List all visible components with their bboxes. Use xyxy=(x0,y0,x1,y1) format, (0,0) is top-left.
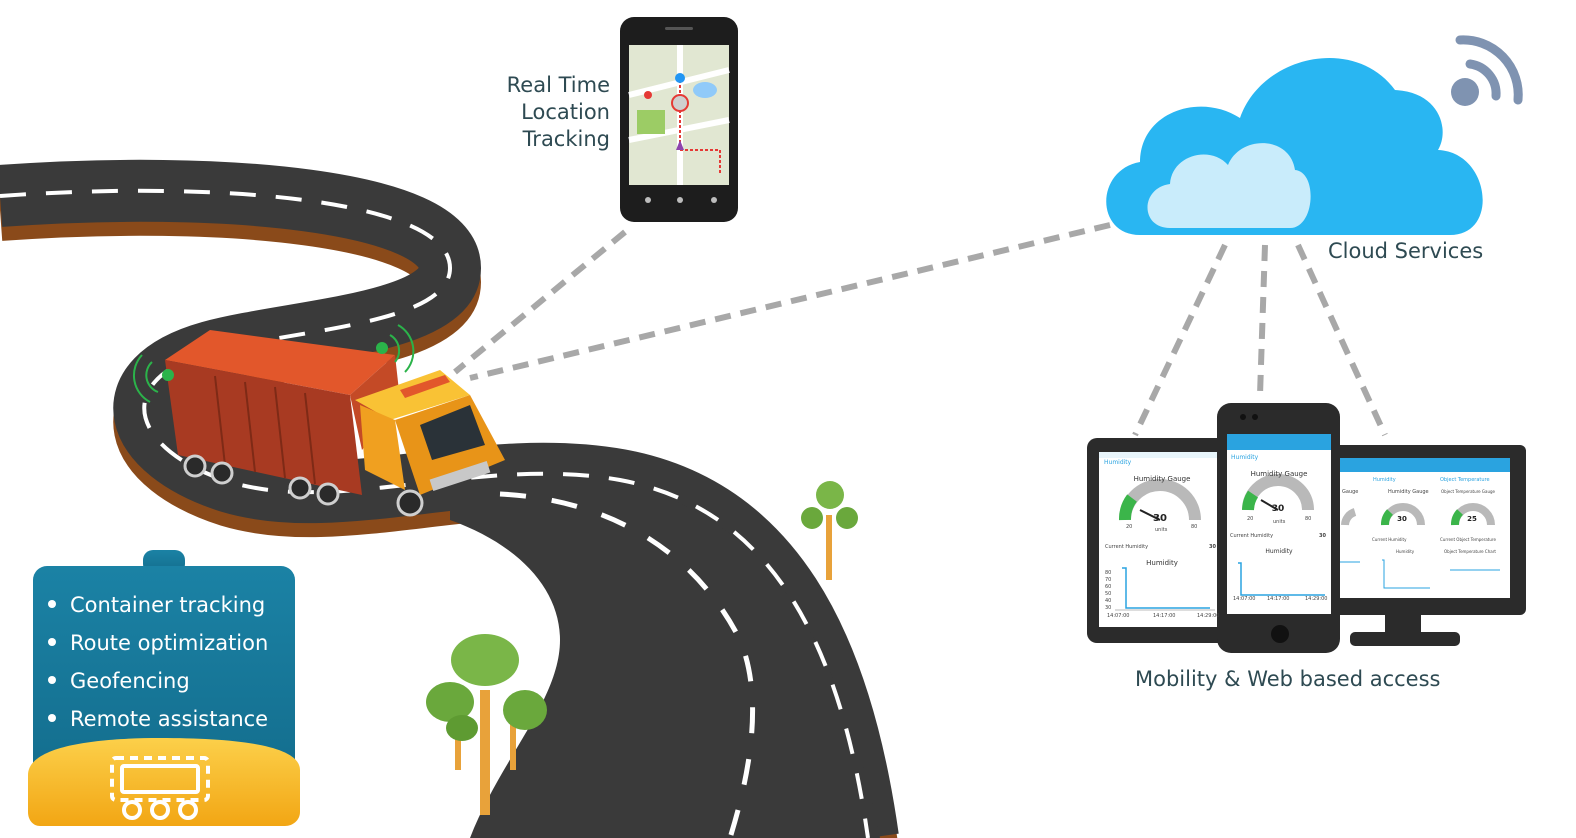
phone-bar-title: Humidity xyxy=(1231,454,1259,461)
tablet-current-label: Current Humidity xyxy=(1105,544,1149,550)
rt-line-2: Location xyxy=(521,100,610,124)
monitor-col2-current: Current Object Temperature xyxy=(1440,537,1496,542)
tablet-x-end: 14:29:00 xyxy=(1197,613,1220,619)
connector-truck-cloud xyxy=(469,222,1111,381)
truck-sensor-right xyxy=(376,324,415,373)
phone-gauge-title: Humidity Gauge xyxy=(1250,470,1308,478)
feature-label: Remote assistance xyxy=(70,707,269,731)
monitor-col1-chart: Humidity xyxy=(1396,549,1415,554)
tablet-current-value: 30 xyxy=(1209,544,1216,550)
feature-item: Route optimization xyxy=(44,628,268,666)
tablet-y-tick: 60 xyxy=(1105,584,1112,590)
monitor-col0-title: Gauge xyxy=(1342,489,1359,495)
bullet-icon xyxy=(48,600,56,608)
phone-gauge-value: 30 xyxy=(1271,504,1285,514)
tablet-y-tick: 40 xyxy=(1105,598,1112,604)
truck-sensor-left xyxy=(132,354,174,403)
monitor-col1-bar: Humidity xyxy=(1373,477,1396,483)
connector-truck-phone xyxy=(453,229,627,375)
phone-chart-title: Humidity xyxy=(1265,548,1293,555)
phone-x-start: 14:07:00 xyxy=(1233,596,1256,602)
rt-line-3: Tracking xyxy=(522,127,610,151)
monitor-device xyxy=(1333,445,1526,646)
tablet-y-tick: 30 xyxy=(1105,605,1112,611)
feature-item: Remote assistance xyxy=(44,704,268,742)
winding-road xyxy=(0,159,899,838)
connector-cloud-phone xyxy=(1257,244,1268,396)
tablet-device xyxy=(1087,438,1237,643)
rt-line-1: Real Time xyxy=(506,73,610,97)
tablet-gauge-min: 20 xyxy=(1126,524,1133,530)
connector-lines xyxy=(453,222,1388,437)
phone-gauge-min: 20 xyxy=(1247,516,1254,522)
monitor-col2-chart: Object Temperature Chart xyxy=(1444,549,1496,554)
feature-label: Container tracking xyxy=(70,593,266,617)
tablet-chart-title: Humidity xyxy=(1146,559,1178,567)
phone-gauge-unit: units xyxy=(1273,519,1286,525)
phone-current-value: 30 xyxy=(1319,533,1326,539)
tablet-gauge-value: 30 xyxy=(1153,513,1167,524)
phone-gauge-max: 80 xyxy=(1305,516,1312,522)
tablet-gauge-unit: units xyxy=(1155,527,1168,533)
wifi-signal-icon xyxy=(1451,35,1523,106)
monitor-screen: Humidity Object Temperature Gauge Humidi… xyxy=(1340,458,1510,598)
tablet-screen: Humidity Humidity Gauge 30 20 units 80 C… xyxy=(1099,452,1225,627)
container-icon xyxy=(110,756,210,820)
monitor-col1-value: 30 xyxy=(1397,515,1407,523)
tablet-x-start: 14:07:00 xyxy=(1107,613,1130,619)
connector-cloud-monitor xyxy=(1295,243,1388,437)
feature-item: Geofencing xyxy=(44,666,268,704)
bullet-icon xyxy=(48,714,56,722)
monitor-col1-title: Humidity Gauge xyxy=(1388,489,1429,495)
feature-list: Container tracking Route optimization Ge… xyxy=(44,590,268,742)
phone-x-end: 14:29:00 xyxy=(1305,596,1328,602)
tablet-x-mid: 14:17:00 xyxy=(1153,613,1176,619)
cloud-services-label: Cloud Services xyxy=(1328,239,1484,263)
tablet-y-tick: 70 xyxy=(1105,577,1112,583)
truck xyxy=(132,324,505,517)
phone-device xyxy=(1217,403,1340,653)
feature-label: Geofencing xyxy=(70,669,190,693)
tree-small xyxy=(801,481,858,580)
phone-current-label: Current Humidity xyxy=(1230,533,1274,539)
mobility-access-label: Mobility & Web based access xyxy=(1135,667,1441,691)
tree-large xyxy=(426,634,547,815)
bullet-icon xyxy=(48,676,56,684)
monitor-col2-value: 25 xyxy=(1467,515,1477,523)
feature-item: Container tracking xyxy=(44,590,268,628)
connector-cloud-tablet xyxy=(1132,243,1228,437)
real-time-tracking-label: Real Time Location Tracking xyxy=(470,72,610,153)
tablet-bar-title: Humidity xyxy=(1104,459,1132,466)
cloud-icon xyxy=(1106,57,1483,235)
tablet-gauge-max: 80 xyxy=(1191,524,1198,530)
tablet-y-tick: 80 xyxy=(1105,570,1112,576)
monitor-col2-bar: Object Temperature xyxy=(1440,477,1490,483)
tablet-gauge-title: Humidity Gauge xyxy=(1133,475,1191,483)
feature-label: Route optimization xyxy=(70,631,269,655)
bullet-icon xyxy=(48,638,56,646)
phone-screen: Humidity Humidity Gauge 30 20 units 80 C… xyxy=(1227,434,1331,614)
phone-x-mid: 14:17:00 xyxy=(1267,596,1290,602)
tablet-y-tick: 50 xyxy=(1105,591,1112,597)
feature-panel xyxy=(28,550,300,826)
monitor-col2-title: Object Temperature Gauge xyxy=(1441,489,1495,494)
monitor-col1-current: Current Humidity xyxy=(1372,537,1407,542)
map-smartphone xyxy=(620,17,738,222)
